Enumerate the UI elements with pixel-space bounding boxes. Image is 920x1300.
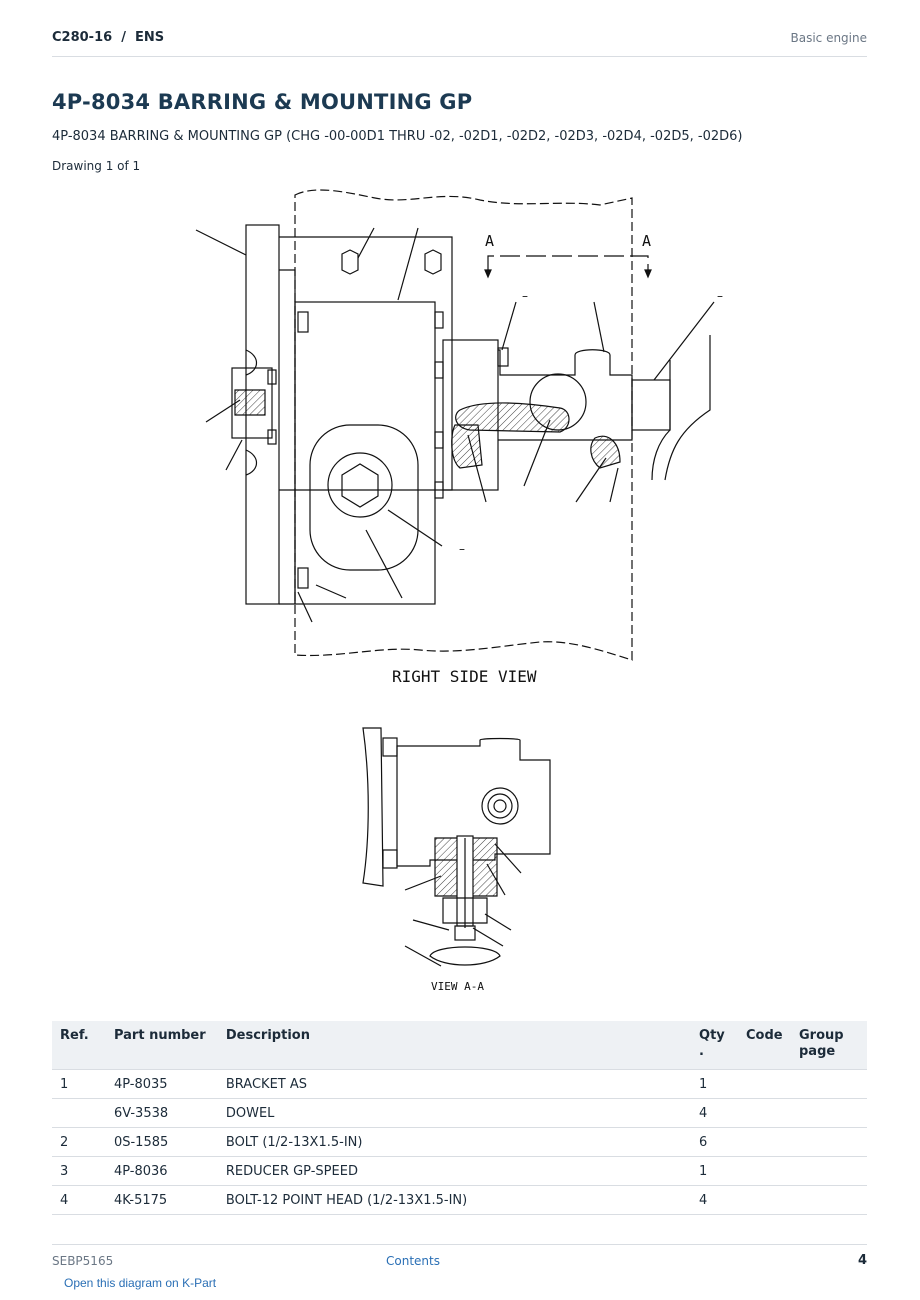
cell-group-page	[791, 1156, 867, 1186]
header-description: Description	[217, 1021, 692, 1070]
cell-ref	[52, 1098, 106, 1128]
table-row: 3 4P-8036 REDUCER GP-SPEED 1	[52, 1156, 867, 1186]
cell-ref: 2	[52, 1127, 106, 1157]
cell-ref: 4	[52, 1185, 106, 1215]
cell-code	[738, 1185, 791, 1215]
table-header-row: Ref. Part number Description Qty . Code …	[52, 1021, 867, 1070]
view-aa-label: VIEW A-A	[431, 980, 484, 993]
cell-description: DOWEL	[217, 1098, 692, 1128]
cell-group-page	[791, 1098, 867, 1128]
cell-qty: 1	[691, 1069, 739, 1099]
cell-part-number: 6V-3538	[105, 1098, 218, 1128]
page-title: 4P-8034 BARRING & MOUNTING GP	[52, 90, 473, 114]
section-name: Basic engine	[790, 31, 867, 45]
cell-part-number: 4P-8036	[105, 1156, 218, 1186]
cell-part-number: 0S-1585	[105, 1127, 218, 1157]
callout-label: –	[459, 542, 465, 556]
cell-description: BRACKET AS	[217, 1069, 692, 1099]
callout-label: –	[717, 289, 723, 303]
cell-description: BOLT (1/2-13X1.5-IN)	[217, 1127, 692, 1157]
parts-diagram-right-side-view[interactable]: A A – – – RIGHT SIDE VIEW	[180, 180, 740, 700]
page-footer: SEBP5165 Contents 4	[52, 1244, 867, 1275]
parts-diagram-view-aa[interactable]: VIEW A-A	[345, 718, 575, 1000]
callout-label: –	[522, 289, 528, 303]
cell-ref: 3	[52, 1156, 106, 1186]
table-row: 4 4K-5175 BOLT-12 POINT HEAD (1/2-13X1.5…	[52, 1185, 867, 1215]
cell-qty: 4	[691, 1185, 739, 1215]
page-header: C280-16 / ENS Basic engine	[52, 28, 867, 57]
table-row: 6V-3538 DOWEL 4	[52, 1098, 867, 1128]
section-marker-left: A	[485, 232, 494, 250]
cell-code	[738, 1127, 791, 1157]
cell-code	[738, 1098, 791, 1128]
cell-part-number: 4P-8035	[105, 1069, 218, 1099]
right-side-view-label: RIGHT SIDE VIEW	[392, 667, 537, 686]
header-part-number: Part number	[105, 1021, 218, 1070]
page-subtitle: 4P-8034 BARRING & MOUNTING GP (CHG -00-0…	[52, 129, 743, 144]
cell-qty: 4	[691, 1098, 739, 1128]
cell-group-page	[791, 1185, 867, 1215]
footer-document-number: SEBP5165	[52, 1254, 114, 1268]
cell-group-page	[791, 1127, 867, 1157]
drawing-count: Drawing 1 of 1	[52, 159, 141, 173]
header-qty: Qty .	[691, 1021, 739, 1070]
page-number: 4	[857, 1253, 867, 1268]
cell-qty: 6	[691, 1127, 739, 1157]
table-row: 1 4P-8035 BRACKET AS 1	[52, 1069, 867, 1099]
header-code: Code	[738, 1021, 791, 1070]
document-id: C280-16 / ENS	[52, 30, 165, 45]
table-row: 2 0S-1585 BOLT (1/2-13X1.5-IN) 6	[52, 1127, 867, 1157]
contents-link[interactable]: Contents	[386, 1254, 440, 1268]
header-ref: Ref.	[52, 1021, 106, 1070]
cell-code	[738, 1069, 791, 1099]
cell-description: BOLT-12 POINT HEAD (1/2-13X1.5-IN)	[217, 1185, 692, 1215]
cell-qty: 1	[691, 1156, 739, 1186]
cell-description: REDUCER GP-SPEED	[217, 1156, 692, 1186]
cell-code	[738, 1156, 791, 1186]
cell-group-page	[791, 1069, 867, 1099]
open-on-kpart-link[interactable]: Open this diagram on K-Part	[64, 1276, 217, 1290]
header-group-page: Group page	[791, 1021, 867, 1070]
cell-ref: 1	[52, 1069, 106, 1099]
cell-part-number: 4K-5175	[105, 1185, 218, 1215]
parts-table: Ref. Part number Description Qty . Code …	[52, 1021, 867, 1215]
section-marker-right: A	[642, 232, 651, 250]
